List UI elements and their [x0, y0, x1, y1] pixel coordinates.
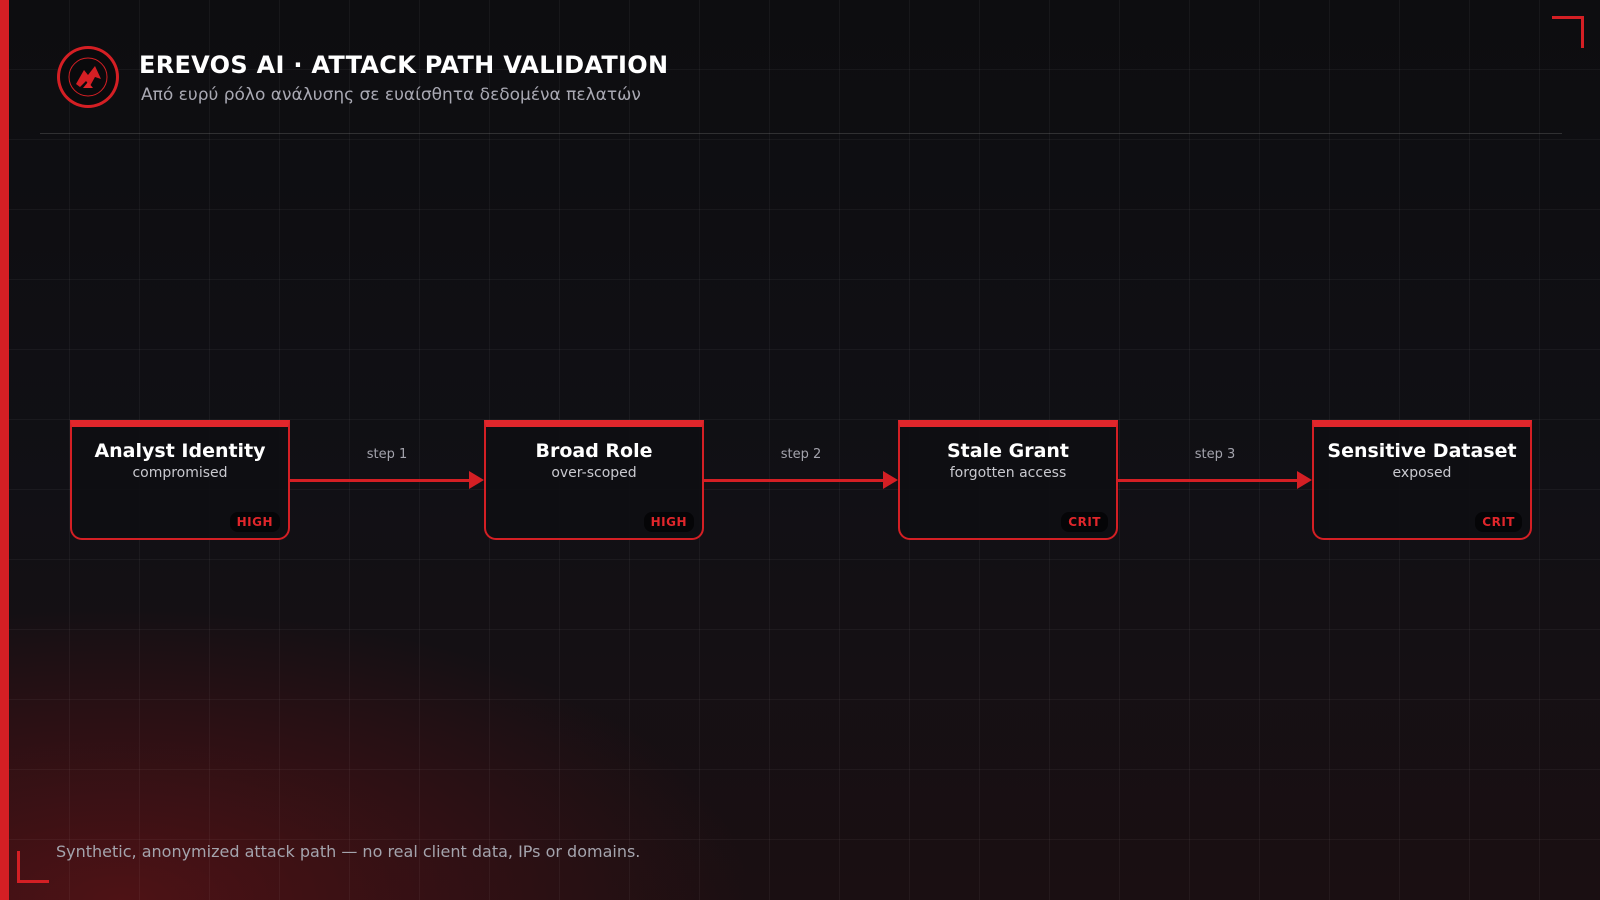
corner-bracket-top-right — [1552, 16, 1584, 48]
page-title: EREVOS AI · ATTACK PATH VALIDATION — [139, 51, 669, 79]
header-titles: EREVOS AI · ATTACK PATH VALIDATION Από ε… — [139, 50, 668, 105]
arrow-head-icon — [469, 471, 484, 489]
page-subtitle: Από ευρύ ρόλο ανάλυσης σε ευαίσθητα δεδο… — [141, 85, 641, 105]
severity-badge: CRIT — [1475, 512, 1522, 532]
header: EREVOS AI · ATTACK PATH VALIDATION Από ε… — [55, 44, 668, 110]
severity-badge: HIGH — [229, 512, 280, 532]
audax-logo-icon — [55, 44, 121, 110]
step-label: step 1 — [366, 447, 408, 462]
left-accent-bar — [0, 0, 9, 900]
severity-badge: HIGH — [643, 512, 694, 532]
step-label: step 2 — [780, 447, 822, 462]
node-title: Sensitive Dataset — [1327, 440, 1517, 462]
step-label: step 3 — [1194, 447, 1236, 462]
node-title: Broad Role — [535, 440, 653, 462]
node-subtitle: exposed — [1392, 465, 1452, 481]
arrow-line — [290, 479, 470, 482]
node-stale-grant[interactable]: Stale Grant forgotten access CRIT — [898, 420, 1118, 540]
corner-bracket-bottom-left — [17, 851, 49, 883]
arrow-head-icon — [883, 471, 898, 489]
arrow-head-icon — [1297, 471, 1312, 489]
node-subtitle: over-scoped — [551, 465, 637, 481]
connector-step-1: step 1 — [290, 430, 484, 489]
arrow-line — [704, 479, 884, 482]
connector-step-3: step 3 — [1118, 430, 1312, 489]
node-subtitle: forgotten access — [949, 465, 1067, 481]
node-title: Stale Grant — [947, 440, 1069, 462]
arrow-line — [1118, 479, 1298, 482]
node-broad-role[interactable]: Broad Role over-scoped HIGH — [484, 420, 704, 540]
connector-step-2: step 2 — [704, 430, 898, 489]
footer-note: Synthetic, anonymized attack path — no r… — [56, 842, 641, 861]
severity-badge: CRIT — [1061, 512, 1108, 532]
header-divider — [40, 133, 1562, 134]
node-sensitive-dataset[interactable]: Sensitive Dataset exposed CRIT — [1312, 420, 1532, 540]
node-subtitle: compromised — [132, 465, 228, 481]
node-title: Analyst Identity — [94, 440, 266, 462]
node-analyst-identity[interactable]: Analyst Identity compromised HIGH — [70, 420, 290, 540]
